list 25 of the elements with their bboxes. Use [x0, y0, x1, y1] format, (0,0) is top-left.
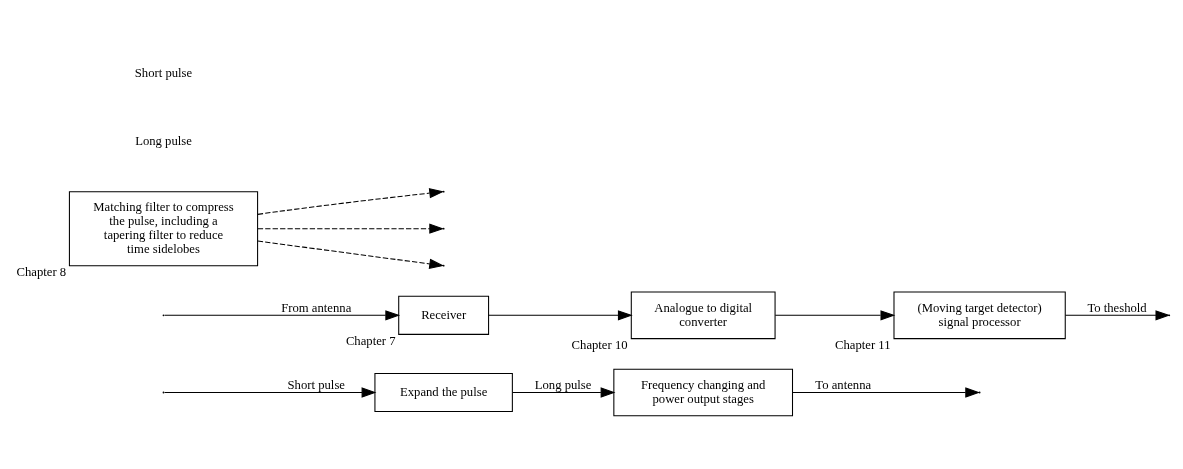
- edge-label: To antenna: [815, 377, 872, 392]
- arrow: [488, 309, 633, 321]
- node-label: Chapter 10: [571, 337, 628, 352]
- arrow: [164, 309, 401, 321]
- arrow: [164, 386, 377, 398]
- label: Long pulse: [135, 133, 192, 148]
- arrow: [257, 222, 445, 234]
- arrow: [257, 240, 445, 269]
- arrow: [512, 386, 616, 398]
- node-label: Chapter 11: [835, 337, 891, 352]
- edge-label: From antenna: [281, 300, 352, 315]
- node-box: Frequency changing and power output stages: [613, 368, 794, 416]
- edge-label: To theshold: [1087, 300, 1147, 315]
- arrow: [774, 309, 896, 321]
- node-box: Analogue to digital converter: [630, 291, 776, 339]
- node-box: (Moving target detector) signal processor: [893, 291, 1066, 339]
- edge-label: Short pulse: [287, 377, 345, 392]
- node-label: Chapter 7: [345, 333, 396, 348]
- node-box: Expand the pulse: [374, 372, 513, 412]
- node-box: Matching filter to compress the pulse, including a tapering filter to reduce time sidelobes: [68, 190, 259, 266]
- label: Short pulse: [134, 65, 193, 80]
- arrow: [257, 187, 445, 215]
- node-box: Receiver: [398, 295, 490, 335]
- edge-label: Long pulse: [534, 377, 592, 392]
- node-label: Chapter 8: [16, 264, 67, 279]
